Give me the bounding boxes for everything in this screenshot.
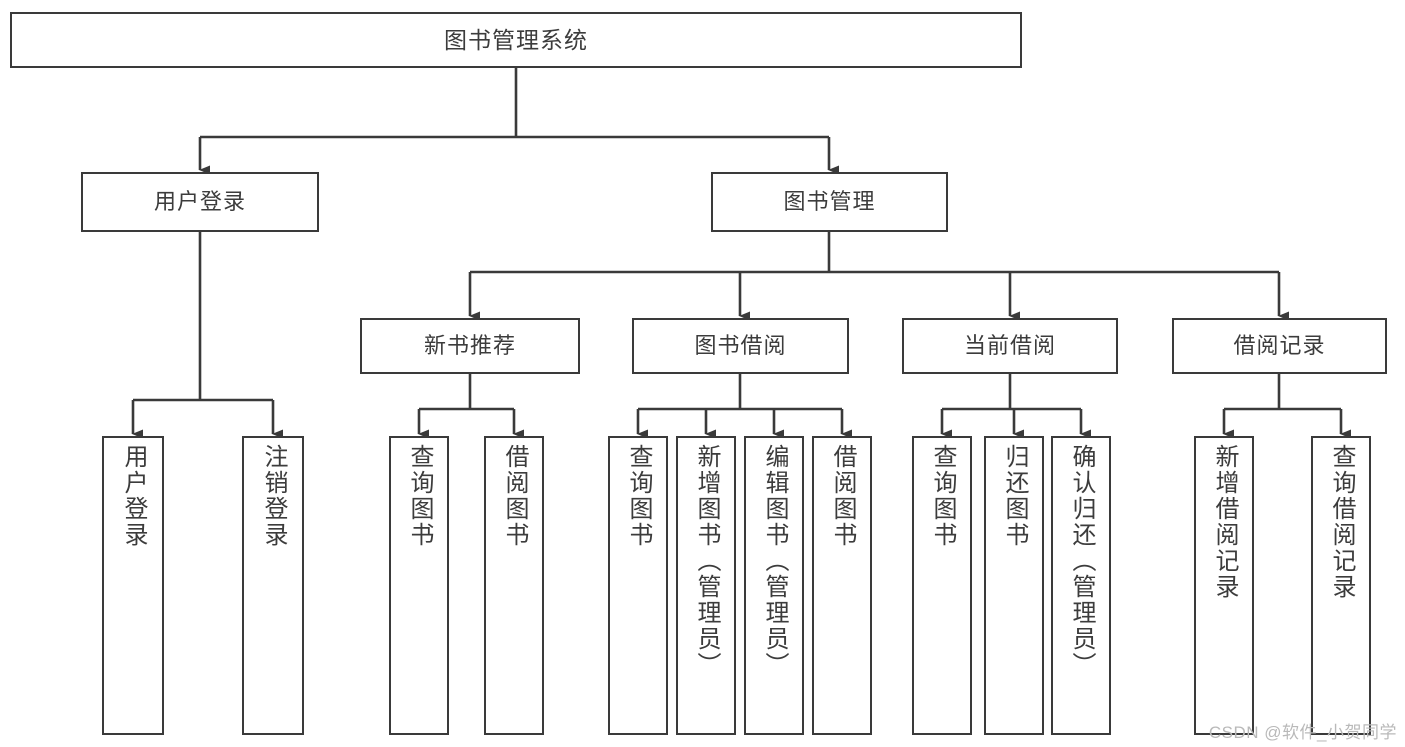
node-leaf-borrow-book-recommend[interactable]: 借阅图书: [484, 436, 544, 735]
node-label: 借阅图书: [829, 444, 856, 548]
node-label: 查询图书: [625, 444, 652, 548]
node-label: 编辑图书（管理员）: [761, 444, 788, 678]
edge-paths: [131, 68, 1351, 439]
node-user-login[interactable]: 用户登录: [81, 172, 319, 232]
node-label: 新增借阅记录: [1211, 444, 1238, 600]
node-leaf-user-login[interactable]: 用户登录: [102, 436, 164, 735]
node-label: 用户登录: [120, 444, 147, 548]
node-current-borrow[interactable]: 当前借阅: [902, 318, 1118, 374]
node-leaf-query-book-recommend[interactable]: 查询图书: [389, 436, 449, 735]
node-label: 查询借阅记录: [1328, 444, 1355, 600]
node-label: 新书推荐: [423, 333, 516, 359]
node-leaf-add-book-admin[interactable]: 新增图书（管理员）: [676, 436, 736, 735]
node-label: 查询图书: [406, 444, 433, 548]
node-book-borrow[interactable]: 图书借阅: [632, 318, 849, 374]
node-leaf-logout[interactable]: 注销登录: [242, 436, 304, 735]
node-leaf-edit-book-admin[interactable]: 编辑图书（管理员）: [744, 436, 804, 735]
node-label: 借阅记录: [1233, 333, 1326, 359]
node-label: 图书借阅: [694, 333, 787, 359]
node-leaf-confirm-return-admin[interactable]: 确认归还（管理员）: [1051, 436, 1111, 735]
node-label: 图书管理: [783, 189, 876, 215]
node-label: 注销登录: [260, 444, 287, 548]
node-new-book-recommend[interactable]: 新书推荐: [360, 318, 580, 374]
node-leaf-query-book-current[interactable]: 查询图书: [912, 436, 972, 735]
node-label: 新增图书（管理员）: [693, 444, 720, 678]
node-label: 用户登录: [153, 189, 246, 215]
node-root-book-management-system[interactable]: 图书管理系统: [10, 12, 1022, 68]
node-borrow-record[interactable]: 借阅记录: [1172, 318, 1387, 374]
node-leaf-add-borrow-record[interactable]: 新增借阅记录: [1194, 436, 1254, 735]
node-book-management[interactable]: 图书管理: [711, 172, 948, 232]
node-label: 归还图书: [1001, 444, 1028, 548]
node-label: 查询图书: [929, 444, 956, 548]
node-leaf-query-borrow-record[interactable]: 查询借阅记录: [1311, 436, 1371, 735]
node-label: 借阅图书: [501, 444, 528, 548]
node-leaf-borrow-book[interactable]: 借阅图书: [812, 436, 872, 735]
node-label: 图书管理系统: [444, 26, 588, 53]
node-label: 确认归还（管理员）: [1068, 444, 1095, 678]
node-leaf-query-book-borrow[interactable]: 查询图书: [608, 436, 668, 735]
watermark-text: CSDN @软件_小贺同学: [1208, 723, 1397, 742]
node-leaf-return-book[interactable]: 归还图书: [984, 436, 1044, 735]
node-label: 当前借阅: [963, 333, 1056, 359]
